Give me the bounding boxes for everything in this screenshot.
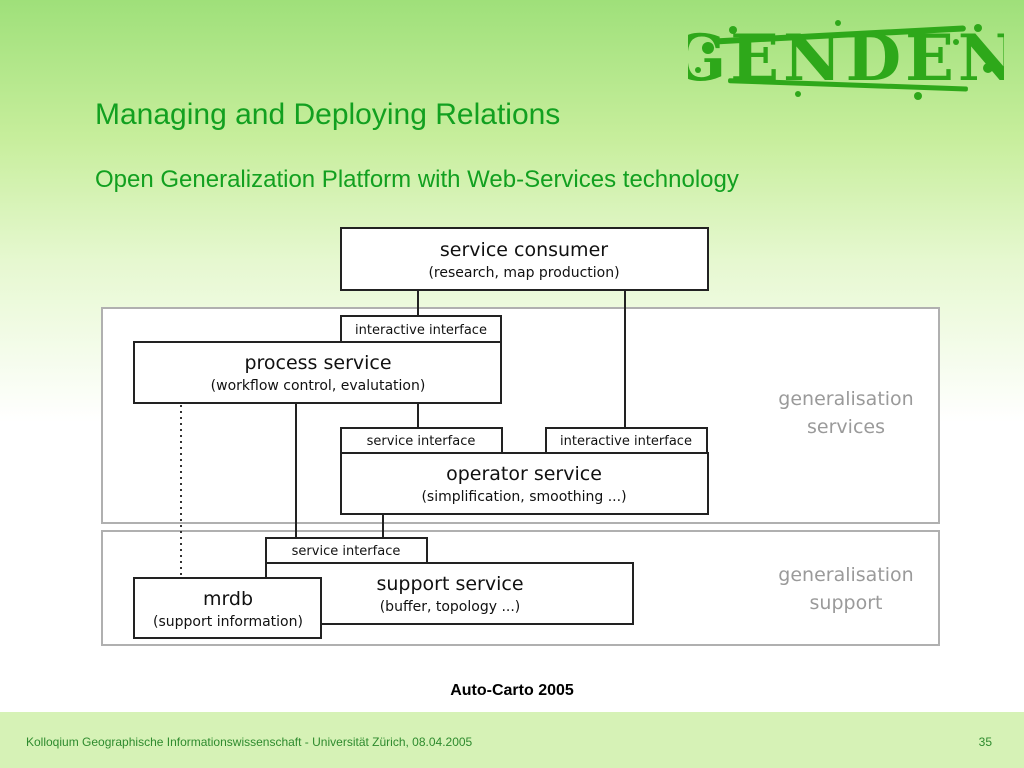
connector-lines	[295, 290, 626, 538]
mrdb-subtitle: (support information)	[153, 614, 303, 630]
operator-service-subtitle: (simplification, smoothing ...)	[421, 489, 626, 505]
support-service-title: support service	[376, 573, 523, 595]
support-service-subtitle: (buffer, topology ...)	[380, 599, 521, 615]
group-support-line1: generalisation	[778, 564, 913, 586]
process-service-box: interactive interface process service (w…	[133, 315, 502, 404]
logo-splatter-icon	[695, 20, 993, 100]
page-number: 35	[978, 735, 992, 749]
process-service-title: process service	[244, 352, 391, 374]
slide-subtitle: Open Generalization Platform with Web-Se…	[95, 166, 739, 193]
slide-title: Managing and Deploying Relations	[95, 98, 561, 131]
group-label-support: generalisation support	[778, 564, 913, 614]
service-consumer-subtitle: (research, map production)	[428, 265, 619, 281]
service-consumer-box: service consumer (research, map producti…	[340, 227, 709, 291]
group-services-line2: services	[807, 416, 885, 438]
operator-service-interface	[340, 427, 503, 454]
operator-interface-right-label: interactive interface	[560, 434, 692, 449]
footer-bar	[0, 712, 1024, 768]
operator-service-box: service interface interactive interface …	[340, 427, 709, 515]
group-label-services: generalisation services	[778, 388, 913, 438]
support-service-interface	[265, 537, 428, 564]
process-interactive-interface	[340, 315, 502, 343]
group-services-line1: generalisation	[778, 388, 913, 410]
architecture-diagram: service consumer (research, map producti…	[101, 227, 940, 646]
footer-text: Kolloqium Geographische Informationswiss…	[26, 735, 473, 749]
support-interface-label: service interface	[292, 544, 401, 559]
logo-text: GENDEN	[688, 21, 1004, 96]
operator-interface-left-label: service interface	[367, 434, 476, 449]
process-interface-label: interactive interface	[355, 323, 487, 338]
project-logo: GENDEN	[688, 20, 1004, 100]
service-consumer-title: service consumer	[440, 239, 608, 261]
conference-credit: Auto-Carto 2005	[450, 682, 574, 699]
mrdb-box: mrdb (support information)	[133, 577, 322, 639]
mrdb-title: mrdb	[203, 588, 253, 610]
operator-service-title: operator service	[446, 463, 602, 485]
group-support-line2: support	[810, 592, 883, 614]
process-service-subtitle: (workflow control, evalutation)	[211, 378, 426, 394]
support-service-box: service interface support service (buffe…	[265, 537, 634, 625]
